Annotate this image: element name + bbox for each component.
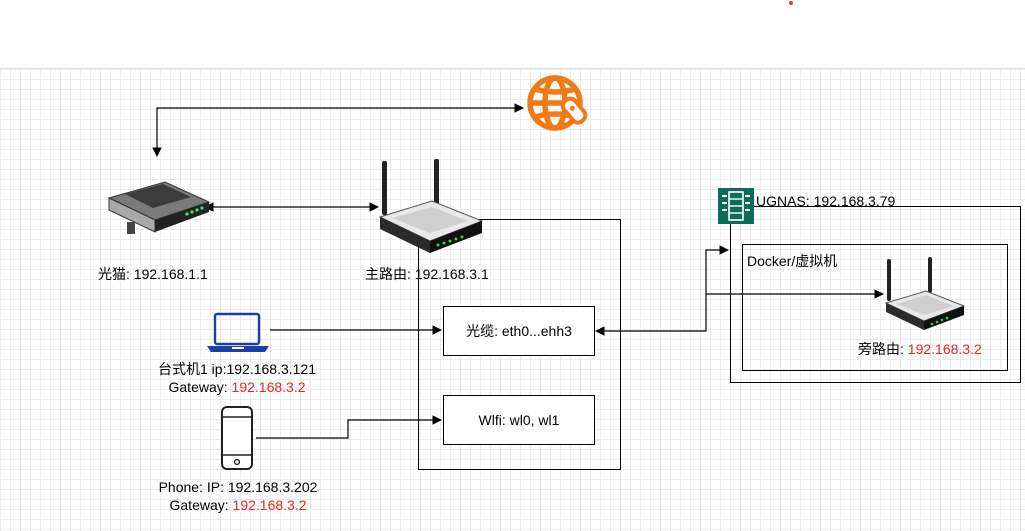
wifi-port-box[interactable]: Wlfi: wl0, wl1 [443,395,595,445]
main-router-icon [378,159,484,253]
nas-label: UGNAS: 192.168.3.79 [756,193,896,209]
phone-gateway-prefix: Gateway: [169,497,233,513]
desktop-gateway-label: Gateway: 192.168.3.2 [139,378,335,396]
phone-ip-label: Phone: IP: 192.168.3.202 [158,479,318,495]
desktop-gateway-prefix: Gateway: [168,379,232,395]
red-dot-marker [789,1,793,5]
docker-frame [742,244,1008,371]
desktop-gateway-value: 192.168.3.2 [231,379,306,395]
fiber-port-box[interactable]: 光缆: eth0...ehh3 [443,306,595,356]
globe-icon [527,75,588,131]
side-router-icon [884,257,966,330]
side-router-prefix: 旁路由: [858,341,908,357]
fiber-port-label: 光缆: eth0...ehh3 [466,323,572,339]
desktop-label: 台式机1 ip:192.168.3.121 Gateway: 192.168.3… [139,360,335,396]
phone-icon [221,406,253,470]
laptop-icon [207,312,269,352]
side-router-ip: 192.168.3.2 [907,341,982,357]
nas-server-icon [718,188,754,224]
phone-link [256,415,442,439]
fiber-nas-link [595,245,729,336]
phone-gateway-label: Gateway: 192.168.3.2 [140,496,336,514]
modem-internet-link [152,103,524,157]
modem-label: 光猫: 192.168.1.1 [98,266,208,282]
wifi-port-label: Wlfi: wl0, wl1 [478,412,560,428]
modem-icon [107,181,211,234]
desktop-ip-label: 台式机1 ip:192.168.3.121 [158,361,316,377]
side-router-label: 旁路由: 192.168.3.2 [858,340,982,358]
docker-label: Docker/虚拟机 [747,253,838,269]
phone-label: Phone: IP: 192.168.3.202 Gateway: 192.16… [140,478,336,514]
phone-gateway-value: 192.168.3.2 [232,497,307,513]
main-router-label: 主路由: 192.168.3.1 [365,266,489,282]
main-router-frame [418,219,621,470]
